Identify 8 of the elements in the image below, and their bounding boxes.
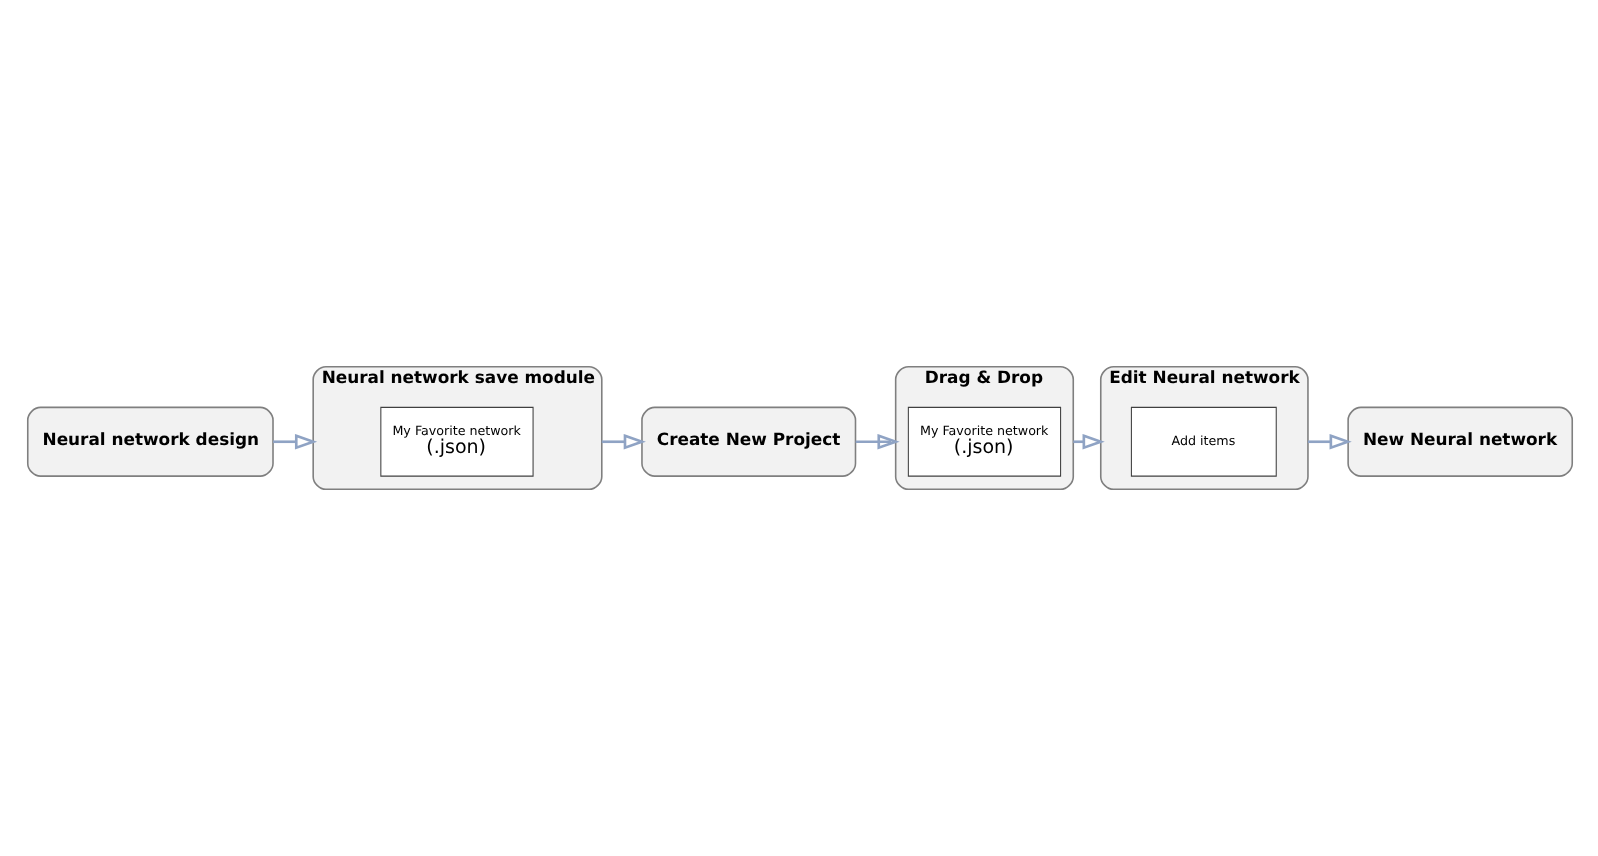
arrow <box>600 433 645 450</box>
node-box: Neural network design <box>25 406 273 477</box>
arrow <box>1306 433 1351 450</box>
node-box: New Neural network <box>1346 406 1573 477</box>
arrow <box>272 433 317 450</box>
arrow <box>854 433 899 450</box>
node-box: Create New Project <box>640 406 856 477</box>
arrow <box>1072 433 1104 450</box>
